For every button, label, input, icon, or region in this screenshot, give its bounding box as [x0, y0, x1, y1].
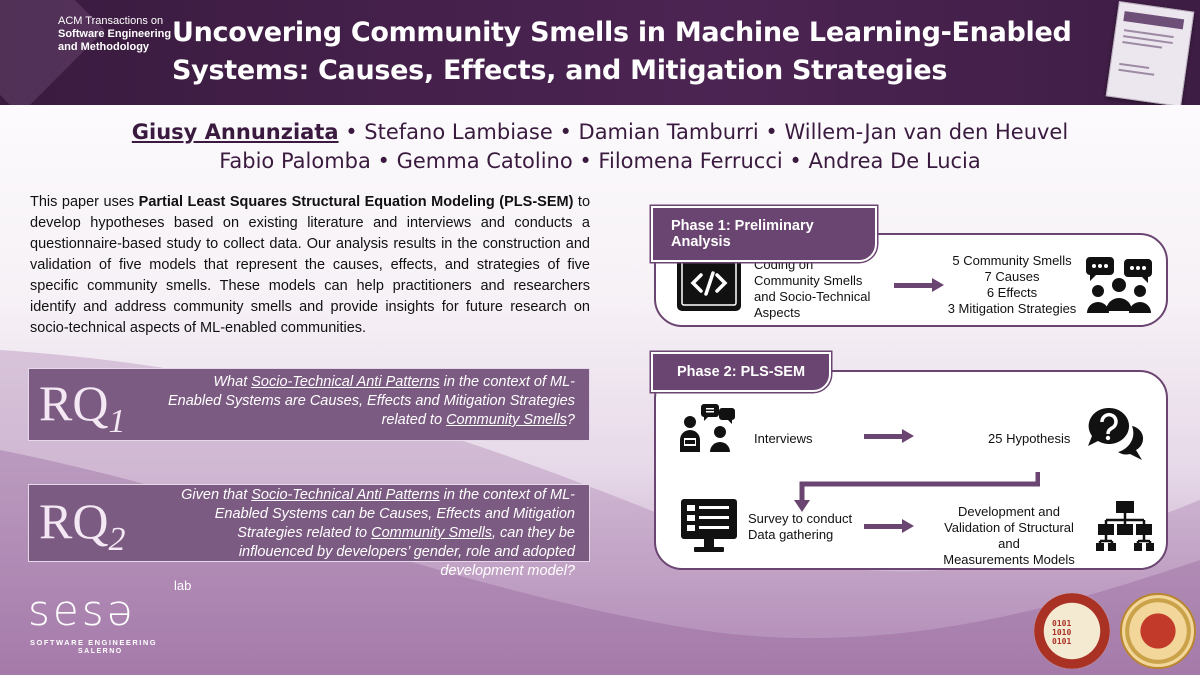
research-question-2: RQ2 Given that Socio-Technical Anti Patt…: [28, 484, 590, 579]
question-bubbles-icon: [1088, 407, 1144, 460]
header-banner: ACM Transactions on Software Engineering…: [0, 0, 1200, 105]
author-list: Giusy Annunziata • Stefano Lambiase • Da…: [0, 118, 1200, 176]
sesa-lab-logo: sesə lab SOFTWARE ENGINEERING SALERNO: [28, 578, 208, 658]
phase2-hypothesis-text: 25 Hypothesis: [988, 431, 1071, 446]
sesa-logo-lab: lab: [174, 578, 192, 593]
research-question-1: RQ1 What Socio-Technical Anti Patterns i…: [28, 368, 590, 441]
journal-line-3: and Methodology: [58, 41, 150, 53]
poster-title: Uncovering Community Smells in Machine L…: [172, 14, 1102, 90]
journal-cover-image: [1105, 1, 1195, 105]
phase-2-card: Interviews 25 Hypothesis Survey to condu…: [654, 370, 1168, 570]
sesa-logo-subtitle: SOFTWARE ENGINEERING: [30, 638, 158, 647]
rq1-text: What Socio-Technical Anti Patterns in th…: [167, 374, 575, 428]
rq2-label: RQ2: [39, 493, 126, 558]
journal-line-2: Software Engineering: [58, 28, 172, 40]
sesa-logo-location: SALERNO: [78, 648, 123, 655]
authors-line-2: Fabio Palomba • Gemma Catolino • Filomen…: [219, 149, 981, 173]
abstract-paragraph: This paper uses Partial Least Squares St…: [30, 192, 590, 339]
university-seal-icon: [1120, 593, 1196, 669]
authors-line-1: Giusy Annunziata • Stefano Lambiase • Da…: [0, 118, 1200, 147]
phase-2-tab: Phase 2: PLS-SEM: [651, 352, 831, 392]
authors-line-1-rest: • Stefano Lambiase • Damian Tamburri • W…: [338, 120, 1069, 144]
phase1-results-text: 5 Community Smells 7 Causes 6 Effects 3 …: [947, 253, 1077, 316]
hierarchy-icon: [1096, 501, 1154, 551]
phase2-return-arrow: [794, 472, 1040, 512]
rq2-text: Given that Socio-Technical Anti Patterns…: [181, 487, 575, 579]
people-chat-icon: [1086, 257, 1152, 313]
first-author: Giusy Annunziata: [131, 120, 339, 144]
phase2-arrow-2: [864, 519, 914, 533]
title-line-1: Uncovering Community Smells in Machine L…: [172, 17, 1072, 48]
abstract-text-start: This paper uses: [30, 194, 139, 210]
phase1-coding-text: Coding on Community Smells and Socio-Tec…: [754, 257, 871, 320]
survey-monitor-icon: [681, 499, 737, 552]
rq1-label: RQ1: [39, 375, 126, 440]
abstract-method: Partial Least Squares Structural Equatio…: [138, 194, 574, 210]
sesa-logo-word: sesə: [28, 586, 136, 635]
phase2-interviews-text: Interviews: [754, 431, 813, 446]
phase2-development-text: Development and Validation of Structural…: [943, 504, 1075, 567]
journal-name: ACM Transactions on Software Engineering…: [58, 14, 171, 54]
journal-line-1: ACM Transactions on: [58, 15, 164, 27]
phase-1-tab: Phase 1: Preliminary Analysis: [651, 206, 877, 262]
phase1-arrow: [894, 278, 944, 292]
abstract-text-end: to develop hypotheses based on existing …: [30, 194, 591, 336]
interview-icon: [680, 404, 735, 452]
phase-1-card: Coding on Community Smells and Socio-Tec…: [654, 233, 1168, 327]
phase2-survey-text: Survey to conduct Data gathering: [748, 511, 853, 542]
phase2-arrow-1: [864, 429, 914, 443]
title-line-2: Systems: Causes, Effects, and Mitigation…: [172, 55, 948, 86]
